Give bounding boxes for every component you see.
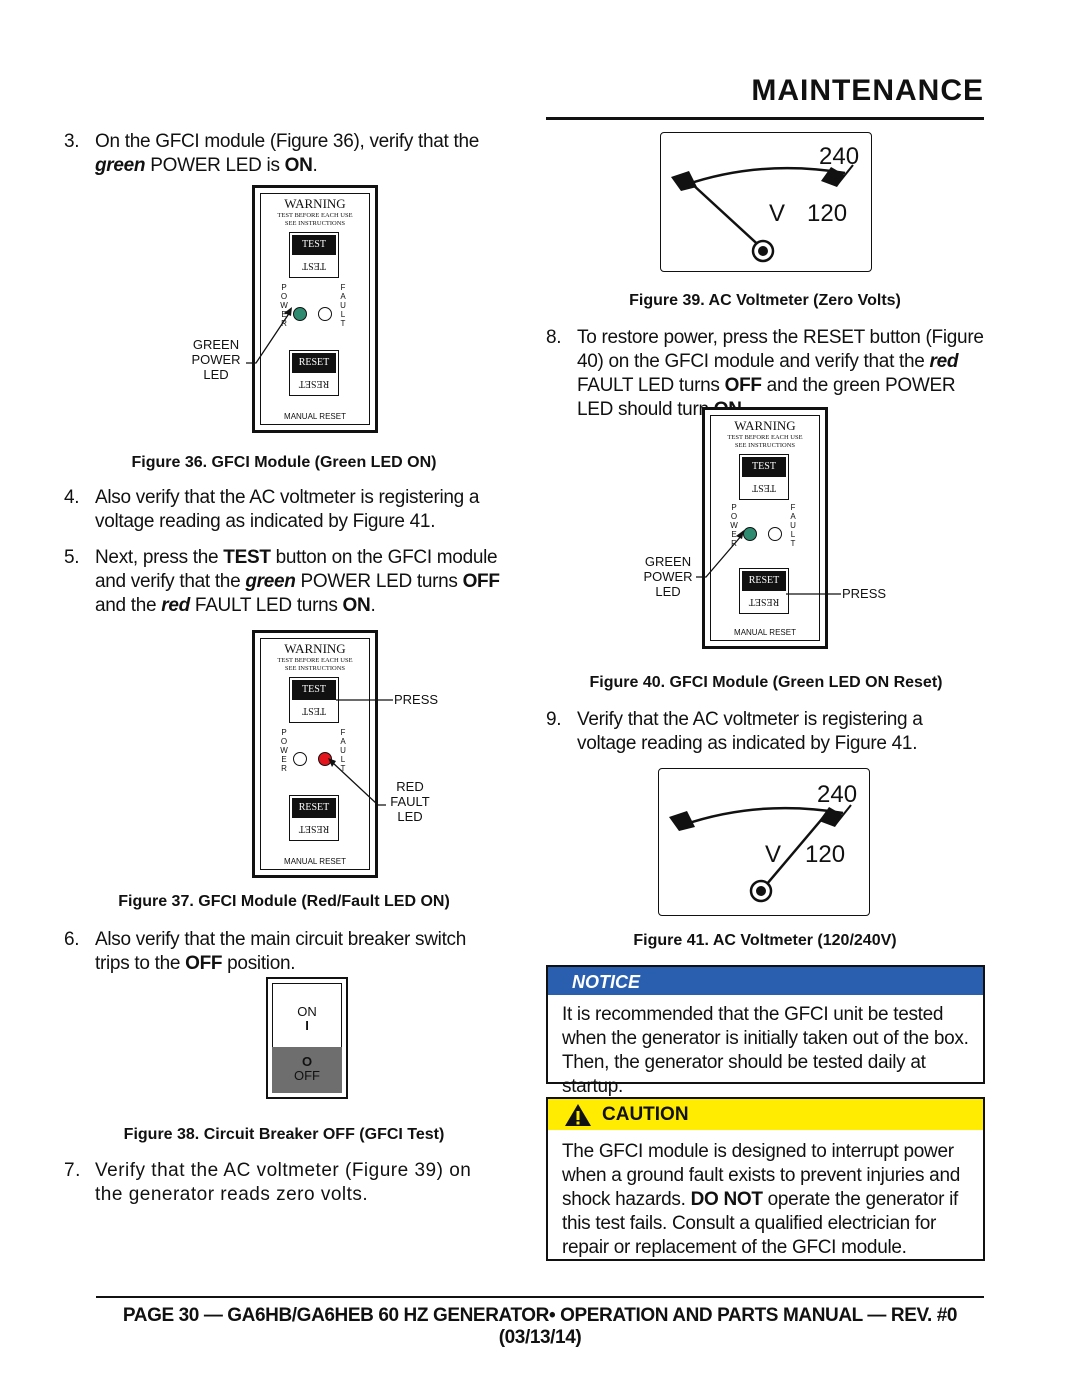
- gfci-module: WARNING TEST BEFORE EACH USE SEE INSTRUC…: [252, 630, 378, 878]
- page-footer: PAGE 30 — GA6HB/GA6HEB 60 HZ GENERATOR• …: [122, 1305, 958, 1348]
- press-label: PRESS: [394, 692, 439, 707]
- caption-figure-36: Figure 36. GFCI Module (Green LED ON): [131, 454, 437, 471]
- notice-title: NOTICE: [548, 967, 983, 995]
- caution-box: CAUTION The GFCI module is designed to i…: [546, 1097, 985, 1261]
- caution-text: The GFCI module is designed to interrupt…: [562, 1141, 960, 1258]
- figure-40: WARNING TEST BEFORE EACH USE SEE INSTRUC…: [610, 407, 910, 657]
- page-title: MAINTENANCE: [751, 74, 984, 107]
- gfci-module: WARNING TEST BEFORE EACH USE SEE INSTRUC…: [702, 407, 828, 649]
- warning-label: WARNING: [284, 641, 346, 656]
- caption-figure-37: Figure 37. GFCI Module (Red/Fault LED ON…: [118, 893, 450, 910]
- warning-label: WARNING: [284, 196, 346, 211]
- circuit-breaker: ON I O OFF: [266, 977, 348, 1099]
- power-led-off: [293, 752, 307, 766]
- caption-figure-41: Figure 41. AC Voltmeter (120/240V): [633, 932, 897, 949]
- test-button[interactable]: TEST TEST: [739, 454, 789, 500]
- fault-led-off: [768, 527, 782, 541]
- voltmeter-zero: 240 V 120: [660, 132, 872, 272]
- reset-button[interactable]: RESET RESET: [289, 350, 339, 396]
- step-7: 7. Verify that the AC voltmeter (Figure …: [64, 1160, 472, 1205]
- figure-36: WARNING TEST BEFORE EACH USE SEE INSTRUC…: [160, 185, 400, 435]
- power-led-green: [743, 527, 757, 541]
- breaker-switch-off[interactable]: O OFF: [272, 1047, 342, 1093]
- fault-led-red: [318, 752, 332, 766]
- caption-figure-40: Figure 40. GFCI Module (Green LED ON Res…: [589, 674, 943, 691]
- reset-button[interactable]: RESET RESET: [289, 795, 339, 841]
- reset-button[interactable]: RESET RESET: [739, 568, 789, 614]
- leader-lines: [328, 699, 393, 806]
- leader-lines: [696, 530, 841, 595]
- power-led-green: [293, 307, 307, 321]
- header-rule: [546, 117, 984, 120]
- warning-triangle-icon: [565, 1104, 591, 1126]
- caption-figure-38: Figure 38. Circuit Breaker OFF (GFCI Tes…: [123, 1126, 445, 1143]
- press-label: PRESS: [842, 586, 887, 601]
- leader-line: [246, 307, 292, 364]
- footer-rule: [96, 1296, 984, 1298]
- step-3: 3. On the GFCI module (Figure 36), verif…: [64, 131, 480, 176]
- fault-led-off: [318, 307, 332, 321]
- gfci-module: WARNING TEST BEFORE EACH USE SEE INSTRUC…: [252, 185, 378, 433]
- step-9: 9. Verify that the AC voltmeter is regis…: [546, 709, 923, 754]
- step-4: 4. Also verify that the AC voltmeter is …: [64, 487, 480, 532]
- notice-box: NOTICE It is recommended that the GFCI u…: [546, 965, 985, 1097]
- step-5: 5. Next, press the TEST button on the GF…: [64, 547, 500, 616]
- caption-figure-39: Figure 39. AC Voltmeter (Zero Volts): [629, 292, 901, 309]
- voltmeter-120-240: 240 V 120: [658, 768, 870, 916]
- test-button[interactable]: TEST TEST: [289, 232, 339, 278]
- notice-text: It is recommended that the GFCI unit be …: [562, 1004, 969, 1097]
- figure-37: WARNING TEST BEFORE EACH USE SEE INSTRUC…: [160, 630, 460, 880]
- warning-label: WARNING: [734, 418, 796, 433]
- step-6: 6. Also verify that the main circuit bre…: [64, 929, 467, 974]
- caution-title: CAUTION: [602, 1104, 689, 1125]
- step-8: 8. To restore power, press the RESET but…: [546, 327, 984, 420]
